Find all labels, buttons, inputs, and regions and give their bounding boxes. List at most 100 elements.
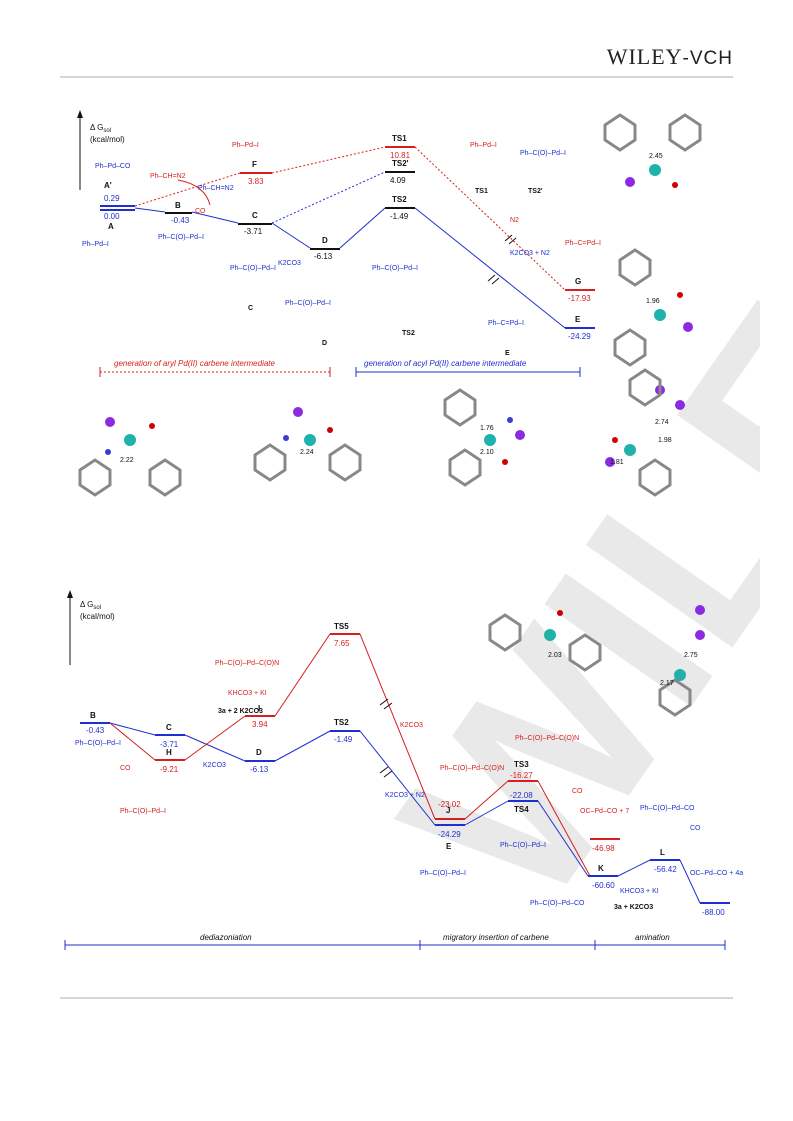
value-h: -9.21: [160, 765, 179, 774]
ring-phenyl: [668, 113, 702, 152]
khco3-ki: KHCO3 + KI: [228, 690, 267, 697]
atom-k: [695, 630, 705, 640]
bracket-right-label: generation of acyl Pd(II) carbene interm…: [364, 359, 527, 368]
connector-c-ts2p: [271, 171, 386, 224]
value-e: -24.29: [568, 332, 591, 341]
ring-phenyl: [568, 633, 602, 672]
chem-l: Ph–C(O)–Pd–CO: [640, 805, 695, 812]
ring-phenyl: [78, 458, 112, 497]
value-d: -6.13: [314, 252, 333, 261]
label-e: E: [575, 315, 581, 324]
chem-d: Ph–C(O)–Pd–I: [285, 300, 331, 307]
atom-o: [502, 459, 508, 465]
ring-phenyl: [448, 448, 482, 487]
value-p4a: -88.00: [702, 908, 725, 917]
ring-phenyl: [328, 443, 362, 482]
k2co3-loss: K2CO3: [400, 722, 423, 729]
value-ts2: -1.49: [390, 212, 409, 221]
atom-pd: [674, 669, 686, 681]
co-loss-2: CO: [572, 788, 583, 795]
atom-o: [327, 427, 333, 433]
level-labels: A' 0.29 0.00 A B -0.43 C -3.71 D -6.13 F…: [104, 134, 591, 341]
bracket-amination: amination: [635, 933, 670, 942]
chem-h: Ph–C(O)–Pd–I: [120, 808, 166, 815]
value-a: 0.00: [104, 212, 120, 221]
value-ts4: -22.08: [510, 791, 533, 800]
distance-label: 2.74: [655, 419, 669, 426]
connector-red: [109, 633, 591, 877]
connector-f-ts1: [271, 146, 386, 174]
ring-phenyl: [443, 388, 477, 427]
footer-rule: [60, 997, 733, 999]
distance-label: 2.17: [660, 680, 674, 687]
value-ts2p: 4.09: [390, 176, 406, 185]
chem-g: Ph–C=Pd–I: [565, 240, 601, 247]
connector-blue: [109, 722, 701, 904]
chem-phchn2: Ph–CH=N2: [150, 173, 186, 180]
k2co3-label: K2CO3: [203, 762, 226, 769]
page-header: WILEY-VCH: [60, 40, 733, 78]
atom-pd: [654, 309, 666, 321]
distance-label: 1.96: [646, 298, 660, 305]
publisher-logo: WILEY-VCH: [606, 44, 733, 69]
value-e: -24.29: [438, 830, 461, 839]
atom-pd: [544, 629, 556, 641]
label-ts2: TS2: [392, 195, 407, 204]
energy-diagram-1: Δ Gsol (kcal/mol) A' 0.29 0.00 A B -0.43…: [77, 110, 702, 497]
chem-ts2: Ph–C(O)–Pd–I: [372, 265, 418, 272]
atom-o: [149, 423, 155, 429]
atom-k: [695, 605, 705, 615]
connector-blue-path: [134, 207, 566, 329]
distance-label: 2.45: [649, 153, 663, 160]
tag-ts1: TS1: [475, 188, 488, 195]
distance-label: 2.03: [548, 652, 562, 659]
value-ts2: -1.49: [334, 735, 353, 744]
atom-i: [625, 177, 635, 187]
label-ts2p: TS2': [392, 159, 409, 168]
bracket-right: generation of acyl Pd(II) carbene interm…: [355, 359, 581, 377]
molecule-images: 2.22 2.24 1.76 2.10: [78, 113, 702, 497]
chem-a: Ph–Pd–I: [82, 241, 109, 248]
label-a: A: [108, 222, 114, 231]
axis-label: Δ Gsol: [80, 600, 101, 611]
label-ts2: TS2: [334, 718, 349, 727]
n2-loss: N2: [510, 217, 519, 224]
label-ts5: TS5: [334, 622, 349, 631]
value-ts5: 7.65: [334, 639, 350, 648]
chem-k: Ph–C(O)–Pd–I: [500, 842, 546, 849]
chem-j: Ph–C(O)–Pd–C(O)N: [440, 765, 504, 772]
ring-phenyl: [658, 678, 692, 717]
bracket-left-label: generation of aryl Pd(II) carbene interm…: [114, 359, 276, 368]
atom-n: [105, 449, 111, 455]
molecule-ts1-3d: 2.22: [78, 417, 182, 497]
ring-phenyl: [613, 328, 647, 367]
atom-i: [293, 407, 303, 417]
chem-c: Ph–C(O)–Pd–I: [230, 265, 276, 272]
value-k: -60.60: [592, 881, 615, 890]
ring-phenyl: [148, 458, 182, 497]
distance-label: 1.76: [480, 425, 494, 432]
axis-unit: (kcal/mol): [90, 135, 125, 144]
value-ts3: -16.27: [510, 771, 533, 780]
structure-annotations: Ph–C(O)–Pd–I CO Ph–C(O)–Pd–I KHCO3 + KI …: [75, 660, 743, 911]
bracket-dediazoniation: dediazoniation: [200, 933, 252, 942]
structure-annotations: Ph–Pd–CO Ph–Pd–I Ph–CH=N2 CO Ph–Pd–I Ph–…: [82, 142, 601, 357]
molecule-ts2p-3d: 2.24: [253, 407, 362, 482]
chem-i: Ph–C(O)–Pd–C(O)N: [215, 660, 279, 667]
reagent-3a: 3a + 2 K2CO3: [218, 708, 263, 715]
molecule-g-3d: 1.96: [613, 248, 693, 367]
label-b: B: [90, 711, 96, 720]
co-loss-1: CO: [195, 208, 206, 215]
chem-e: Ph–C(O)–Pd–I: [420, 870, 466, 877]
atom-i: [683, 322, 693, 332]
molecule-images: 2.03 2.75 2.17: [488, 605, 705, 717]
ring-phenyl: [618, 248, 652, 287]
distance-label: 2.75: [684, 652, 698, 659]
value-c: -3.71: [160, 740, 179, 749]
bottom-brackets: dediazoniation migratory insertion of ca…: [64, 933, 726, 950]
value-d: -6.13: [250, 765, 269, 774]
atom-o: [677, 292, 683, 298]
co-loss: CO: [120, 765, 131, 772]
co-loss-3: CO: [690, 825, 701, 832]
value-f: 3.83: [248, 177, 264, 186]
